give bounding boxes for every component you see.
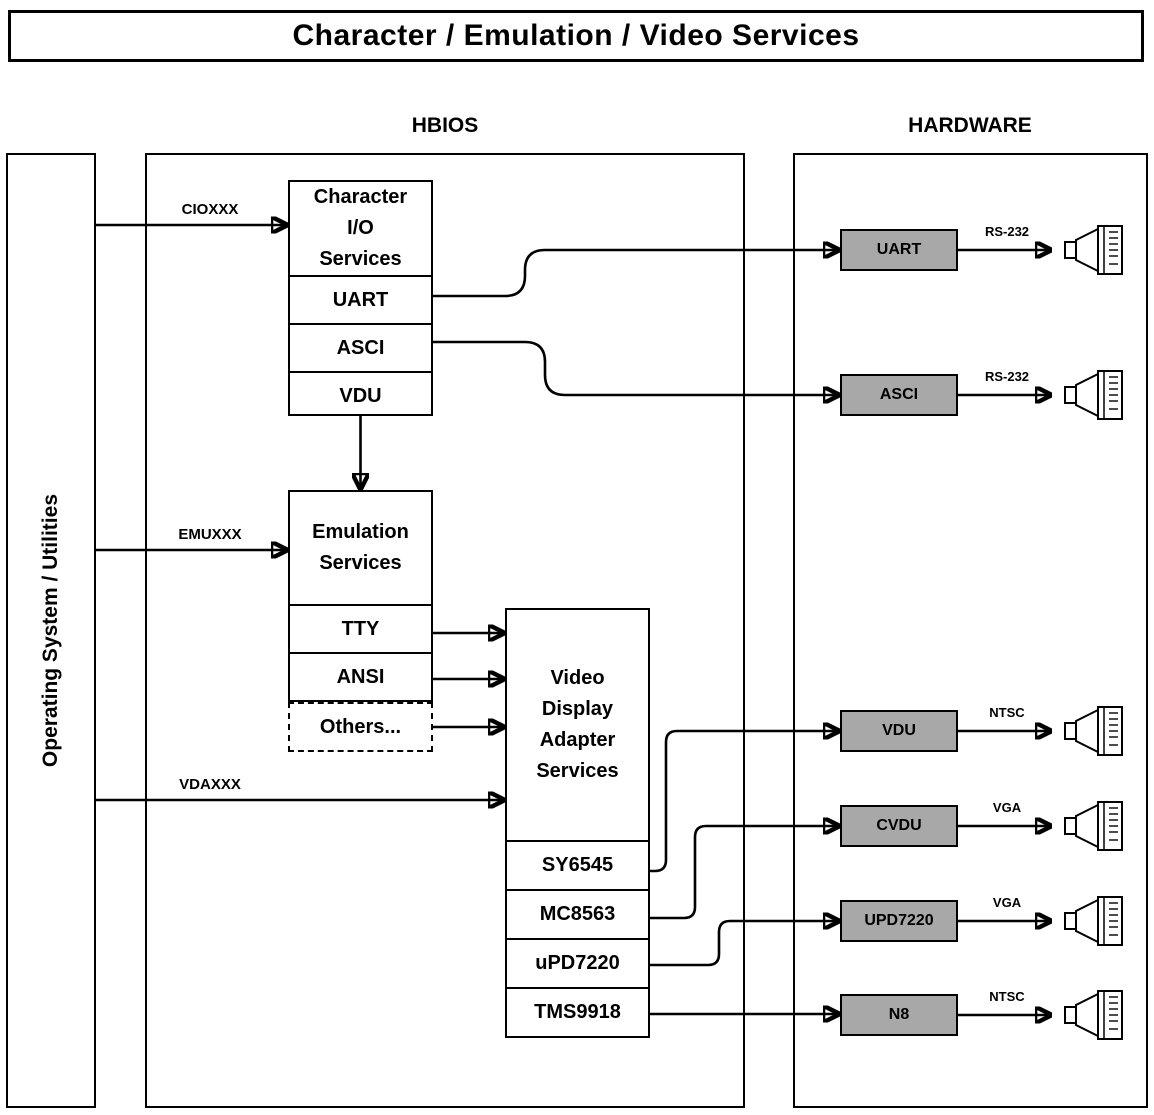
character-io-services-box: Character I/O Services UART ASCI VDU [288, 180, 433, 416]
char-io-row-asci: ASCI [290, 323, 431, 371]
emulation-services-box: Emulation Services TTY ANSI [288, 490, 433, 702]
bus-label-emuxxx: EMUXXX [178, 526, 242, 543]
emulation-row-others: Others... [288, 702, 433, 752]
emulation-services-header: Emulation Services [312, 521, 409, 574]
signal-label-upd7220: VGA [992, 895, 1022, 910]
hardware-section-label: HARDWARE [908, 114, 1032, 137]
connector-icon-upd7220 [1058, 894, 1130, 948]
connector-icon-vdu [1058, 704, 1130, 758]
signal-label-vdu: NTSC [989, 705, 1025, 720]
hardware-box-vdu: VDU [840, 710, 958, 752]
hardware-box-uart: UART [840, 229, 958, 271]
hardware-box-cvdu: CVDU [840, 805, 958, 847]
operating-system-label: Operating System / Utilities [39, 493, 62, 768]
char-io-row-vdu: VDU [290, 371, 431, 419]
vda-row-sy6545: SY6545 [507, 840, 648, 889]
connector-icon-cvdu [1058, 799, 1130, 853]
emulation-row-tty: TTY [290, 604, 431, 652]
vda-row-upd7220: uPD7220 [507, 938, 648, 987]
connector-icon-uart [1058, 223, 1130, 277]
signal-label-cvdu: VGA [992, 800, 1022, 815]
signal-label-uart: RS-232 [984, 224, 1030, 239]
diagram-title: Character / Emulation / Video Services [292, 19, 860, 52]
emulation-row-ansi: ANSI [290, 652, 431, 700]
hardware-container-box [793, 153, 1148, 1108]
hardware-box-n8: N8 [840, 994, 958, 1036]
signal-label-asci: RS-232 [984, 369, 1030, 384]
video-display-adapter-services-box: Video Display Adapter Services SY6545 MC… [505, 608, 650, 1038]
char-io-row-uart: UART [290, 275, 431, 323]
diagram-title-box: Character / Emulation / Video Services [8, 10, 1144, 62]
vda-row-tms9918: TMS9918 [507, 987, 648, 1036]
connector-icon-asci [1058, 368, 1130, 422]
signal-label-n8: NTSC [989, 989, 1025, 1004]
bus-label-vdaxxx: VDAXXX [179, 776, 241, 793]
character-io-services-header: Character I/O Services [313, 186, 408, 270]
hbios-container-box [145, 153, 745, 1108]
bus-label-cioxxx: CIOXXX [181, 201, 239, 218]
vda-row-mc8563: MC8563 [507, 889, 648, 938]
vda-services-header: Video Display Adapter Services [536, 667, 619, 782]
hardware-box-asci: ASCI [840, 374, 958, 416]
operating-system-box: Operating System / Utilities [6, 153, 96, 1108]
hbios-section-label: HBIOS [411, 114, 479, 137]
hardware-box-upd7220: UPD7220 [840, 900, 958, 942]
connector-icon-n8 [1058, 988, 1130, 1042]
